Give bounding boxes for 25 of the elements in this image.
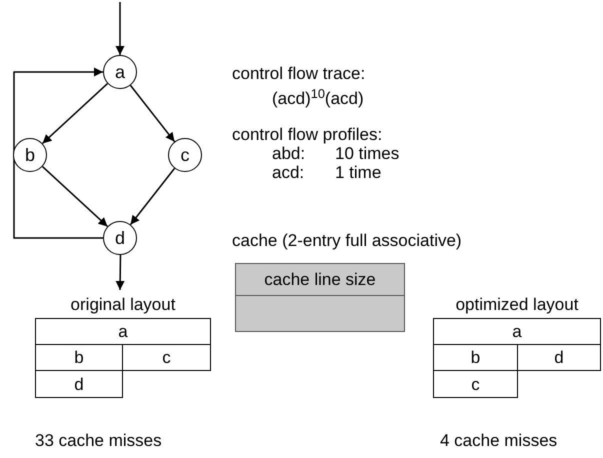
- block-cell: d: [35, 370, 123, 398]
- text-label: acd:: [272, 162, 304, 184]
- text-label: 4 cache misses: [440, 430, 558, 452]
- arrow: [13, 68, 103, 239]
- block-cell: a: [35, 318, 211, 345]
- text-label: abd:: [272, 143, 306, 165]
- block-cell: c: [122, 344, 211, 371]
- text-label: 1 time: [335, 162, 382, 184]
- text-label: (acd)$^{10}$(acd): [272, 86, 364, 110]
- text-label: 10 times: [335, 144, 400, 165]
- layout-heading: original layout: [70, 294, 176, 316]
- arrow: [116, 254, 125, 290]
- layout-heading: optimized layout: [456, 294, 578, 316]
- arrow: [42, 166, 108, 228]
- text-label: control flow trace:: [232, 63, 366, 85]
- arrow: [130, 168, 176, 226]
- block-cell: a: [433, 318, 601, 345]
- arrow: [130, 84, 176, 142]
- text-label: control flow profiles:: [232, 124, 382, 146]
- block-cell: c: [433, 370, 518, 398]
- block-cell: d: [517, 344, 601, 371]
- text-label: 33 cache misses: [35, 430, 162, 452]
- arrow: [42, 82, 108, 144]
- layout-heading: cache (2-entry full associative): [232, 230, 462, 252]
- arrow: [116, 2, 124, 55]
